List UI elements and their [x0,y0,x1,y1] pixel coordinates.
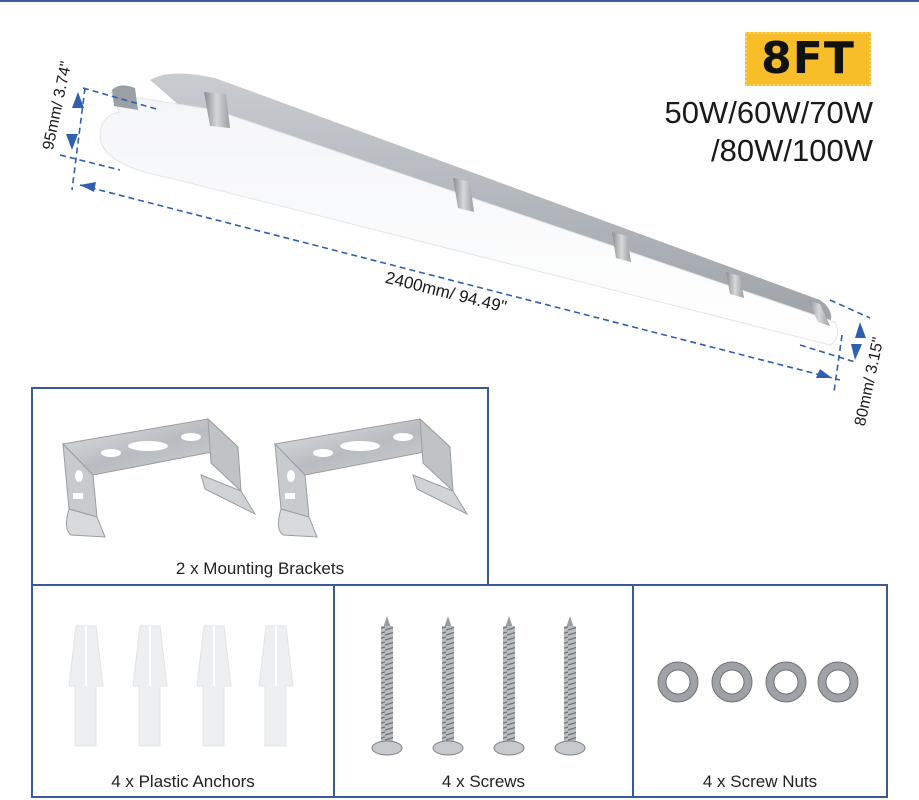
mounting-brackets-caption: 2 x Mounting Brackets [175,559,345,578]
plastic-anchor-icon [68,625,294,747]
led-fixture-illustration [59,73,871,393]
screw-icon [371,615,586,756]
wattage-line-1: 50W/60W/70W [664,95,873,130]
length-badge: 8FT [745,32,871,86]
screw-nuts-caption: 4 x Screw Nuts [702,772,818,791]
mounting-bracket-icon [61,417,468,538]
length-badge-text: 8FT [761,33,855,84]
screw-nuts-panel: 4 x Screw Nuts [632,584,888,798]
screws-panel: 4 x Screws [333,584,634,798]
washer-nut-icon [657,661,859,703]
fixture-clip-icon [204,92,830,326]
plastic-anchors-panel: 4 x Plastic Anchors [31,584,335,798]
plastic-anchors-caption: 4 x Plastic Anchors [111,772,255,791]
mounting-brackets-panel: 2 x Mounting Brackets [31,387,489,586]
wattage-line-2: /80W/100W [711,133,873,168]
top-border-line [0,0,919,2]
screws-caption: 4 x Screws [441,772,526,791]
